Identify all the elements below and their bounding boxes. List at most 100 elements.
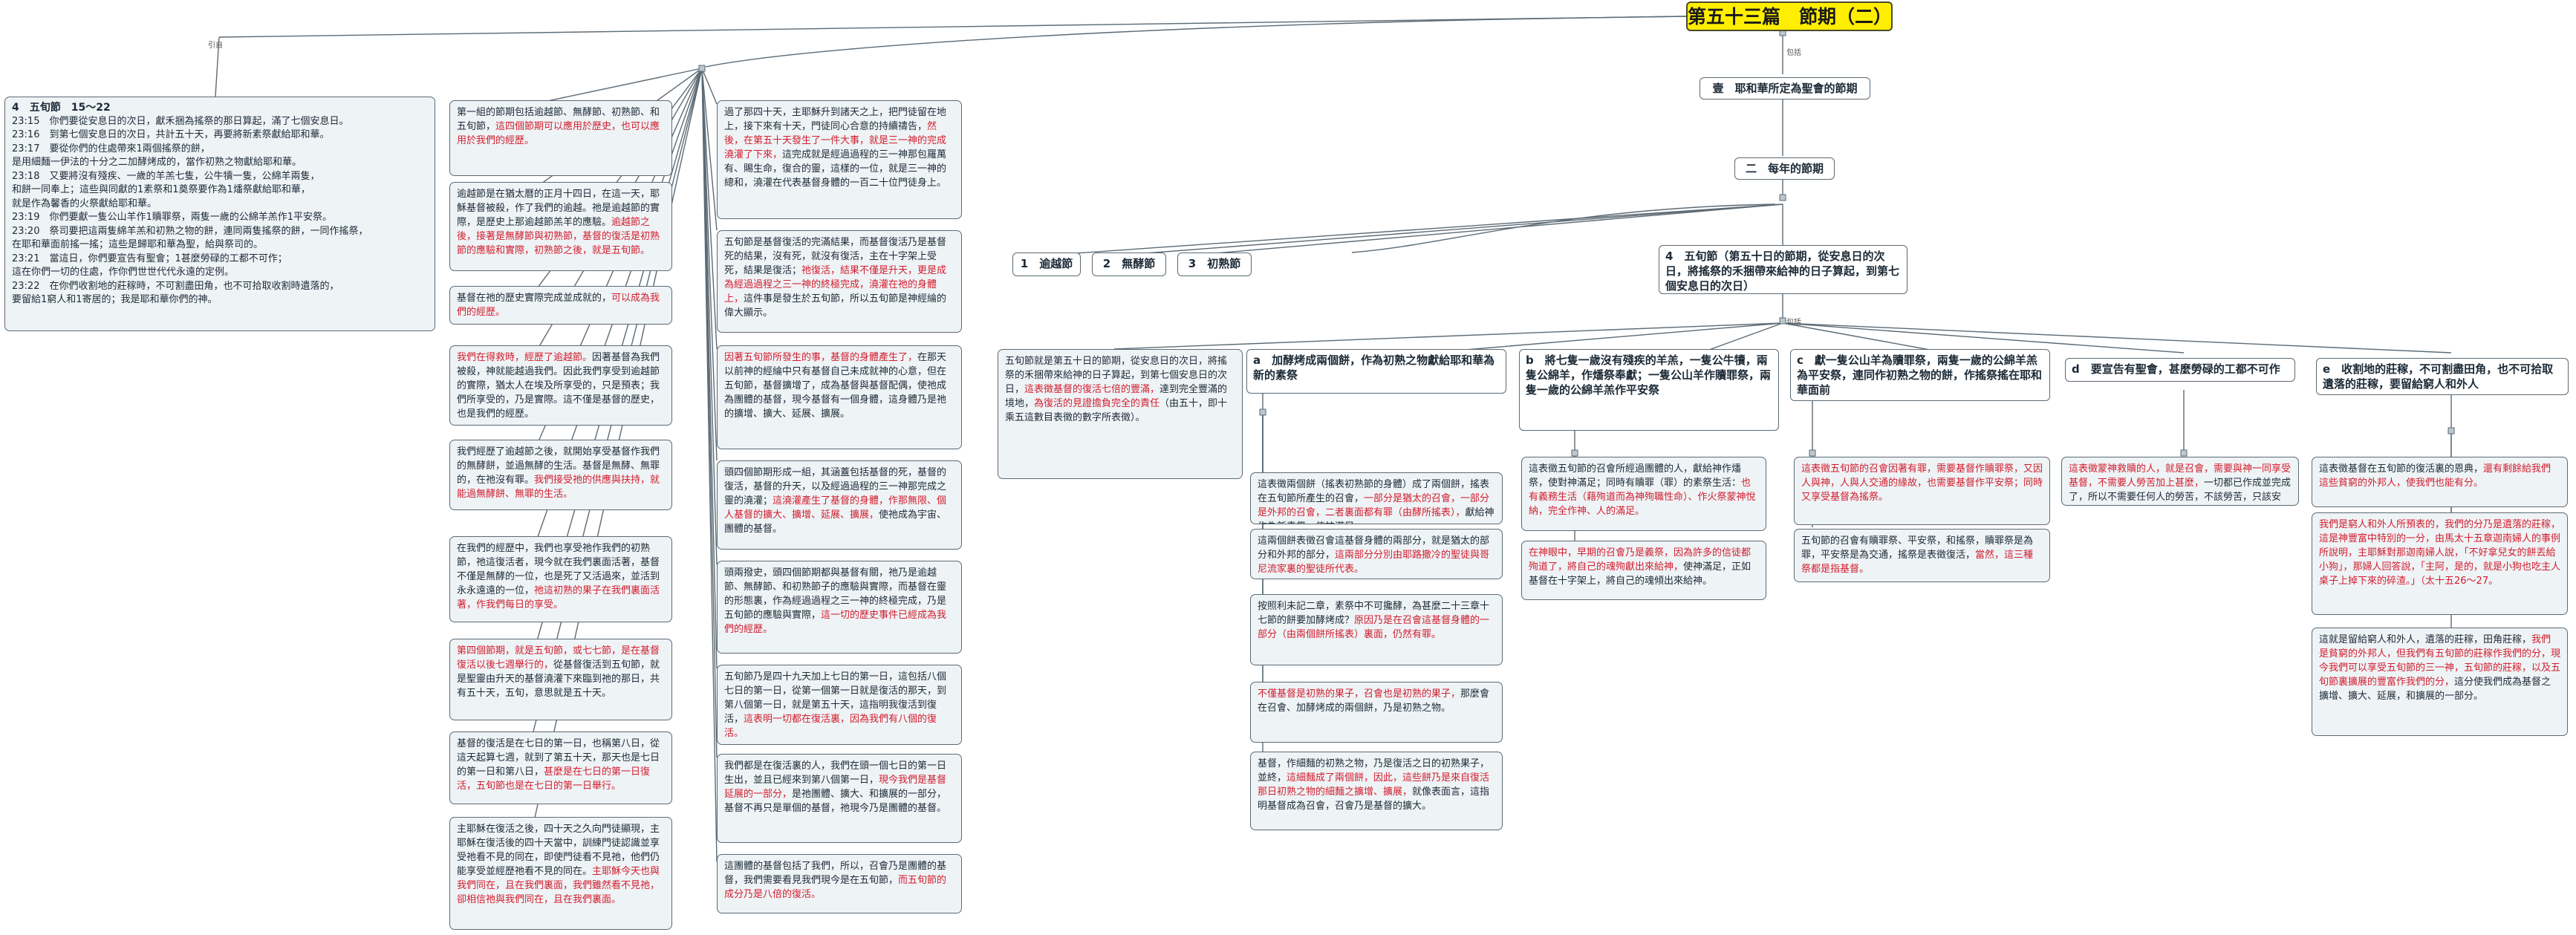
highlighted-text: 這兩部分分別由耶路撒冷的聖徒與哥尼流家裏的聖徒所代表。	[1258, 550, 1490, 575]
contain-label: 包括	[1786, 49, 1801, 57]
col2-note[interactable]: 我們都是在復活裏的人，我們在頭一個七日的第一日生出，並且已經來到第八個第一日，現…	[717, 754, 962, 843]
cole-note[interactable]: 我們是窮人和外人所預表的，我們的分乃是遺落的莊稼，這是神豐富中特別的一分，由馬太…	[2312, 512, 2568, 615]
feast-pentecost[interactable]: 4 五旬節（第五十日的節期，從安息日的次日，將搖祭的禾捆帶來給神的日子算起，到第…	[1659, 245, 1907, 294]
cole-note[interactable]: 這就是留給窮人和外人，遺落的莊稼，田角莊稼，我們是貧窮的外邦人，但我們有五旬節的…	[2312, 628, 2568, 736]
colb-note[interactable]: 在神眼中，早期的召會乃是義祭，因為許多的信徒都殉道了，將自己的魂殉獻出來給神，使…	[1521, 541, 1766, 600]
cola-note[interactable]: 不僅基督是初熟的果子，召會也是初熟的果子，那麼會在召會、加酵烤成的兩個餅，乃是初…	[1250, 682, 1503, 743]
highlighted-text: 在神眼中，早期的召會乃是義祭，因為許多的信徒都殉道了，將自己的魂殉獻出來給神，	[1529, 547, 1752, 573]
body-text: 這分使我們成為基督之擴增、擴大、延展，和擴展的一部分。	[2319, 677, 2551, 702]
verse-list: 23:15 你們要從安息日的次日，獻禾捆為搖祭的那日算起，滿了七個安息日。 23:…	[12, 115, 428, 307]
col1-note[interactable]: 第一組的節期包括逾越節、無酵節、初熟節、和五旬節，這四個節期可以應用於歷史，也可…	[449, 100, 672, 176]
col1-note[interactable]: 我們在得救時，經歷了逾越節。因著基督為我們被殺，神就能越過我們。因此我們享受到逾…	[449, 345, 672, 426]
highlighted-text: 因著五旬節所發生的事，基督的身體產生了，	[724, 352, 918, 363]
body-text: 獻給神作為新素祭，使神滿足。	[1258, 507, 1494, 524]
cola-note[interactable]: 按照利未記二章，素祭中不可攙酵，為甚麼二十三章十七節的餅要加酵烤成？原因乃是在召…	[1250, 594, 1503, 665]
verse-line: 在耶和華面前搖一搖；這些是歸耶和華為聖，給與祭司的。	[12, 239, 264, 250]
body-text: 在我們的經歷中，我們也享受祂作我們的初熟節，祂這復活者，現今就在我們裏面活著，基…	[457, 543, 660, 596]
body-text: （由五十，即十乘五這數目表徵的數字所表徵）。	[1005, 398, 1228, 423]
body-text: 是祂團體、擴大、和擴展的一部分，基督不再只是單個的基督，祂現今乃是團體的基督。	[724, 789, 947, 814]
scripture-title: 4 五旬節 15～22	[12, 102, 111, 114]
highlighted-text: 我們接受祂的供應與扶持，就能過無酵餅、無罪的生活。	[457, 475, 660, 500]
subpoint-c[interactable]: c 獻一隻公山羊為贖罪祭，兩隻一歲的公綿羊羔為平安祭，連同作初熟之物的餅，作搖祭…	[1790, 349, 2050, 401]
body-text: 因著基督為我們被殺，神就能越過我們。因此我們享受到逾越節的實際，猶太人在埃及所享…	[457, 352, 660, 420]
col2-note[interactable]: 這團體的基督包括了我們，所以，召會乃是團體的基督，我們需要看見我們現今是在五旬節…	[717, 854, 962, 913]
highlighted-text: 逾越節之後，接著是無酵節與初熟節，基督的復活是初熟節的應驗和實際，初熟節之後，就…	[457, 217, 660, 256]
body-text: 使祂成為宇宙、團體的基督。	[724, 509, 947, 535]
highlighted-text: 還有剩餘給我們這些貧窮的外邦人，使我們也能有分。	[2319, 463, 2551, 489]
col1-note[interactable]: 第四個節期，就是五旬節，或七七節，是在基督復活以後七週舉行的，從基督復活到五旬節…	[449, 639, 672, 720]
highlighted-text: 祂復活，結果不僅是升天，更是成為經過過程之三一神的終極完成，澆灌在祂的身體上，	[724, 265, 947, 304]
body-text: 五旬節就是第五十日的節期，從安息日的次日，將搖祭的禾捆帶來給神的日子算起，到第七…	[1005, 356, 1228, 395]
feast-firstfruits[interactable]: 3 初熟節	[1177, 253, 1252, 276]
col2-note[interactable]: 五旬節乃是四十九天加上七日的第一日，這包括八個七日的第一日，從第一個第一日就是復…	[717, 665, 962, 745]
heading-two[interactable]: 二 每年的節期	[1734, 157, 1835, 180]
highlighted-text: 這細麵成了兩個餅，因此，這些餅乃是來自復活那日初熟之物的細麵之擴增、擴展，	[1258, 772, 1490, 798]
feast-unleavened[interactable]: 2 無酵節	[1092, 253, 1166, 276]
body-text: 那麼會在召會、加酵烤成的兩個餅，乃是初熟之物。	[1258, 688, 1490, 714]
body-text: 第一組的節期包括逾越節、無酵節、初熟節、和五旬節，	[457, 107, 660, 132]
col2-note[interactable]: 五旬節是基督復活的完滿結果，而基督復活乃是基督死的結果，沒有死，就沒有復活，主在…	[717, 230, 962, 333]
cola-note[interactable]: 這兩個餅表徵召會這基督身體的兩部分，就是猶太的部分和外邦的部分，這兩部分分別由耶…	[1250, 529, 1503, 579]
verse-line: 23:18 又要將沒有殘疾、一歲的羊羔七隻，公牛犢一隻，公綿羊兩隻，	[12, 170, 320, 182]
highlighted-text: 一部分是猶太的召會，一部分是外邦的召會，二者裏面都有罪（由酵所搖表），	[1258, 493, 1490, 518]
highlighted-text: 而五旬節的成分乃是八倍的復活。	[724, 875, 947, 900]
highlighted-text: 這表徵基督的復活七倍的豐滿，	[1024, 384, 1160, 395]
scripture-node[interactable]: 4 五旬節 15～22 23:15 你們要從安息日的次日，獻禾捆為搖祭的那日算起…	[4, 97, 435, 331]
subpoint-e[interactable]: e 收割地的莊稼，不可割盡田角，也不可拾取遺落的莊稼，要留給窮人和外人	[2316, 358, 2569, 395]
subpoint-d[interactable]: d 要宣告有聖會，甚麼勞碌的工都不可作	[2065, 358, 2295, 382]
verse-line: 和餅一同奉上；這些與同獻的1素祭和1奠祭要作為1燔祭獻給耶和華，	[12, 184, 310, 195]
verse-line: 23:22 在你們收割地的莊稼時，不可割盡田角，也不可拾取收割時遺落的，	[12, 280, 339, 292]
pentecost-note[interactable]: 五旬節就是第五十日的節期，從安息日的次日，將搖祭的禾捆帶來給神的日子算起，到第七…	[998, 349, 1243, 479]
highlighted-text: 祂這初熟的果子在我們裏面活著，作我們每日的享受。	[457, 585, 660, 610]
body-text: 使神滿足，正如基督在十字架上，將自己的魂傾出來給神。	[1529, 561, 1752, 587]
verse-line: 23:17 要從你們的住處帶來1兩個搖祭的餅，	[12, 143, 210, 154]
verse-line: 就是作為馨香的火祭獻給耶和華。	[12, 198, 157, 209]
cola-note[interactable]: 這表徵兩個餅（搖表初熟節的身體）成了兩個餅，搖表在五旬節所產生的召會，一部分是猶…	[1250, 472, 1503, 524]
highlighted-text: 這一切的歷史事件已經成為我們的經歷。	[724, 610, 947, 635]
body-text: 一切都已作成並完成了，所以不需要任何人的勞苦，不該勞苦，只該安息。	[2069, 478, 2292, 503]
cole-note[interactable]: 這表徵基督在五旬節的復活裏的恩典，還有剩餘給我們這些貧窮的外邦人，使我們也能有分…	[2312, 457, 2568, 507]
verse-line: 23:20 祭司要把這兩隻綿羊羔和初熟之物的餅，連同兩隻搖祭的餅，一同作搖祭，	[12, 225, 368, 237]
cite-label: 引自	[208, 42, 223, 50]
body-text: 五旬節的召會有贖罪祭、平安祭，和搖祭，贖罪祭是為罪，平安祭是為交通，搖祭是表徵復…	[1801, 535, 2034, 561]
col2-note[interactable]: 過了那四十天，主耶穌升到諸天之上，把門徒留在地上，接下來有十天，門徒同心合意的持…	[717, 100, 962, 219]
col1-note[interactable]: 逾越節是在猶太曆的正月十四日，在這一天，耶穌基督被殺，作了我們的逾越。祂是逾越節…	[449, 182, 672, 271]
col2-note[interactable]: 因著五旬節所發生的事，基督的身體產生了，在那天以前神的經綸中只有基督自己未成就神…	[717, 345, 962, 449]
body-text: 這兩個餅表徵召會這基督身體的兩部分，就是猶太的部分和外邦的部分，	[1258, 535, 1490, 561]
highlighted-text: 為復活的見證擔負完全的責任	[1034, 398, 1160, 409]
col1-note[interactable]: 主耶穌在復活之後，四十天之久向門徒顯現，主耶穌在復活後的四十天當中，訓練門徒認識…	[449, 817, 672, 930]
cold-note[interactable]: 這表徵蒙神救贖的人，就是召會，需要與神一同享受基督，不需要人勞苦加上甚麼，一切都…	[2061, 457, 2299, 506]
colc-note[interactable]: 這表徵五旬節的召會因著有罪，需要基督作贖罪祭，又因人與神，人與人交通的緣故，也需…	[1794, 457, 2050, 525]
highlighted-text: 現今我們是基督延展的一部分，	[724, 775, 947, 800]
heading-one[interactable]: 壹 耶和華所定為聖會的節期	[1700, 77, 1870, 100]
colc-note[interactable]: 五旬節的召會有贖罪祭、平安祭，和搖祭，贖罪祭是為罪，平安祭是為交通，搖祭是表徵復…	[1794, 529, 2050, 582]
body-text: 基督，作細麵的初熟之物，乃是復活之日的初熟果子，並終，	[1258, 758, 1490, 783]
verse-line: 這在你們一切的住處，作你們世世代代永遠的定例。	[12, 267, 235, 278]
page-title[interactable]: 第五十三篇 節期（二）	[1686, 1, 1893, 31]
verse-line: 23:19 你們要獻一隻公山羊作1贖罪祭，兩隻一歲的公綿羊羔作1平安祭。	[12, 212, 333, 223]
body-text: 五旬節乃是四十九天加上七日的第一日，這包括八個七日的第一日，從第一個第一日就是復…	[724, 671, 947, 725]
highlighted-text: 然後，在第五十天發生了一件大事，就是三一神的完成澆灌了下來，	[724, 121, 947, 160]
subpoint-a[interactable]: a 加酵烤成兩個餅，作為初熟之物獻給耶和華為新的素祭	[1246, 349, 1506, 394]
colb-note[interactable]: 這表徵五旬節的召會所經過團體的人，獻給神作燔祭，使對神滿足；同時有贖罪（罪）的素…	[1521, 457, 1766, 531]
col1-note[interactable]: 基督在祂的歷史實際完成並成就的，可以成為我們的經歷。	[449, 286, 672, 325]
col2-note[interactable]: 頭四個節期形成一組，其涵蓋包括基督的死，基督的復活，基督的升天，以及經過過程的三…	[717, 460, 962, 550]
body-text: 過了那四十天，主耶穌升到諸天之上，把門徒留在地上，接下來有十天，門徒同心合意的持…	[724, 107, 947, 132]
body-text: 頭四個節期形成一組，其涵蓋包括基督的死，基督的復活，基督的升天，以及經過過程的三…	[724, 467, 947, 506]
col1-note[interactable]: 基督的復活是在七日的第一日，也稱第八日，從這天起算七週，就到了第五十天，那天也是…	[449, 732, 672, 804]
highlighted-text: 我們是窮人和外人所預表的，我們的分乃是遺落的莊稼，這是神豐富中特別的一分，由馬太…	[2319, 519, 2561, 587]
col2-note[interactable]: 頭兩撥史，頭四個節期都與基督有關，祂乃是逾越節、無酵節、和初熟節子的應驗與實際，…	[717, 561, 962, 654]
highlighted-text: 我們是貧窮的外邦人，但我們有五旬節的莊稼作我們的分，現今我們可以享受五旬節的三一…	[2319, 634, 2561, 688]
verse-line: 23:15 你們要從安息日的次日，獻禾捆為搖祭的那日算起，滿了七個安息日。	[12, 115, 349, 127]
highlighted-text: 我們在得救時，經歷了逾越節。	[457, 352, 593, 363]
col1-note[interactable]: 我們經歷了逾越節之後，就開始享受基督作我們的無酵餅，並過無酵的生活。基督是無酵、…	[449, 440, 672, 510]
subpoint-b[interactable]: b 將七隻一歲沒有殘疾的羊羔，一隻公牛犢，兩隻公綿羊，作燔祭奉獻；一隻公山羊作贖…	[1519, 349, 1779, 431]
cola-note[interactable]: 基督，作細麵的初熟之物，乃是復活之日的初熟果子，並終，這細麵成了兩個餅，因此，這…	[1250, 752, 1503, 830]
highlighted-text: 這表徵五旬節的召會因著有罪，需要基督作贖罪祭，又因人與神，人與人交通的緣故，也需…	[1801, 463, 2043, 503]
body-text: 這表徵基督在五旬節的復活裏的恩典，	[2319, 463, 2484, 475]
body-text: 基督在祂的歷史實際完成並成就的，	[457, 293, 612, 304]
col1-note[interactable]: 在我們的經歷中，我們也享受祂作我們的初熟節，祂這復活者，現今就在我們裏面活著，基…	[449, 536, 672, 622]
body-text: 逾越節是在猶太曆的正月十四日，在這一天，耶穌基督被殺，作了我們的逾越。祂是逾越節…	[457, 189, 660, 228]
body-text: 我們經歷了逾越節之後，就開始享受基督作我們的無酵餅，並過無酵的生活。基督是無酵、…	[457, 446, 660, 486]
feast-passover[interactable]: 1 逾越節	[1012, 253, 1081, 276]
